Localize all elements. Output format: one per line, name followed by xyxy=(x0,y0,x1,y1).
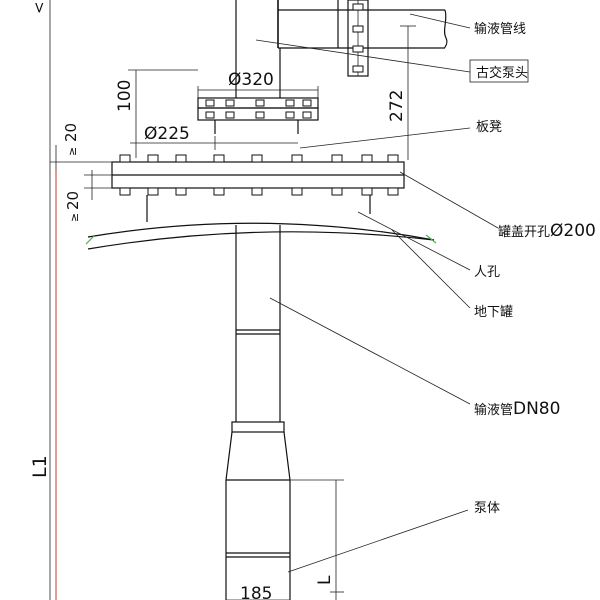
label-lid-hole-dim: Ø200 xyxy=(550,221,596,241)
dimension-d225: Ø225 xyxy=(130,124,298,150)
label-stool: 板凳 xyxy=(476,119,502,135)
label-manhole: 人孔 xyxy=(474,265,500,280)
label-lid-hole: 罐盖开孔 Ø200 xyxy=(498,221,596,241)
dimension-185: 185 xyxy=(226,584,290,600)
dimension-L1: L1 < xyxy=(29,0,57,600)
label-pump-body: 泵体 xyxy=(474,501,500,516)
dim-272-text: 272 xyxy=(387,90,407,122)
dimension-100: 100 xyxy=(115,69,198,158)
label-pipe-dn80: 输液管 DN80 xyxy=(474,399,560,419)
dimension-272: 272 xyxy=(387,25,416,160)
dim-100-text: 100 xyxy=(115,80,135,112)
pipe-dn80 xyxy=(235,225,281,422)
gt-top-text: ≥ xyxy=(66,147,79,156)
pump-body xyxy=(225,421,291,600)
underground-tank-top xyxy=(85,222,437,250)
label-pump-head-box: 古交泵头 xyxy=(469,59,529,83)
dimension-20-top: 20 ≥ xyxy=(50,123,112,170)
label-pipe-dim: DN80 xyxy=(513,399,560,419)
label-underground-tank: 地下罐 xyxy=(474,305,513,320)
label-pump-head: 古交泵头 xyxy=(476,65,528,81)
dimension-20-bottom: 20 ≥ xyxy=(64,170,112,222)
label-pipeline: 输液管线 xyxy=(474,21,526,37)
label-lid-hole-prefix: 罐盖开孔 xyxy=(498,225,550,240)
label-pipe-prefix: 输液管 xyxy=(474,402,513,418)
pump-head-flange xyxy=(347,0,369,77)
dim-185-text: 185 xyxy=(240,584,272,600)
dim-20-bottom-text: 20 xyxy=(64,191,82,210)
dim-d320-text: Ø320 xyxy=(228,70,274,90)
dimension-d320: Ø320 xyxy=(197,70,319,98)
main-flange xyxy=(111,154,405,222)
gt-bottom-text: ≥ xyxy=(68,213,81,222)
leader-lines xyxy=(255,13,499,573)
dimension-L: L xyxy=(290,479,344,600)
dim-20-top-text: 20 xyxy=(62,123,80,142)
dim-L-text: L xyxy=(315,575,335,585)
upper-flange xyxy=(197,0,319,134)
dim-L1-text: L1 xyxy=(29,455,51,478)
dim-d225-text: Ø225 xyxy=(144,124,190,144)
svg-text:<: < xyxy=(30,1,48,14)
